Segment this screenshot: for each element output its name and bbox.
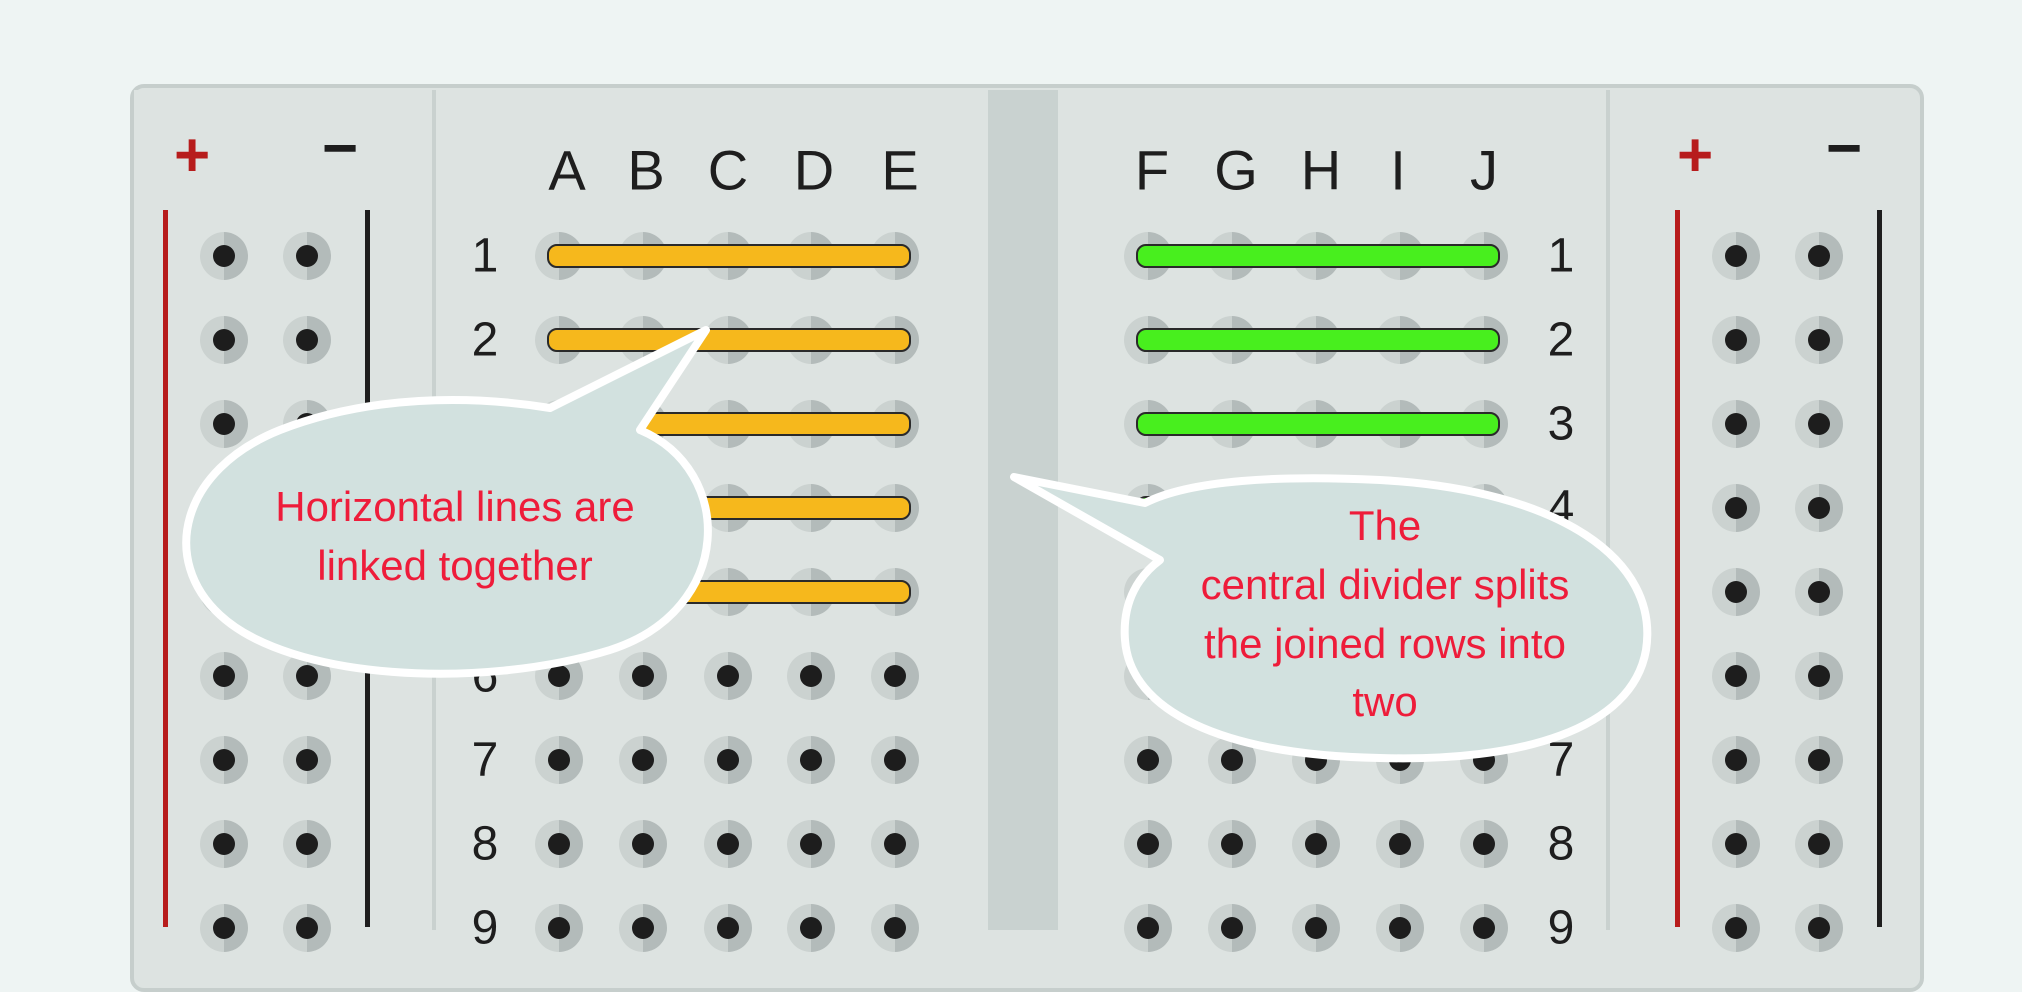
rail-hole	[283, 820, 331, 868]
callout-line: linked together	[317, 541, 593, 589]
terminal-hole	[1376, 820, 1424, 868]
row-label: 7	[471, 733, 499, 787]
row-label: 1	[471, 229, 499, 283]
rail-line-negative-right	[1877, 210, 1882, 927]
callout-bubble-horizontal	[182, 326, 712, 678]
rail-hole	[200, 232, 248, 280]
terminal-hole	[619, 736, 667, 784]
terminal-hole	[871, 652, 919, 700]
row-label: 3	[1547, 397, 1575, 451]
terminal-hole	[871, 820, 919, 868]
callout-horizontal-lines: Horizontal lines are linked together	[190, 478, 720, 596]
rail-hole	[1795, 232, 1843, 280]
terminal-hole	[1460, 820, 1508, 868]
terminal-hole	[1124, 736, 1172, 784]
callout-line: central divider splits	[1200, 560, 1570, 608]
central-divider	[988, 90, 1058, 930]
column-label: J	[1470, 138, 1498, 202]
row-label: 2	[471, 313, 499, 367]
row-label: 8	[471, 817, 499, 871]
row-label: 2	[1547, 313, 1575, 367]
panel-separator	[1606, 90, 1610, 930]
terminal-hole	[619, 652, 667, 700]
terminal-hole	[535, 736, 583, 784]
rail-line-positive-right	[1675, 210, 1680, 927]
rail-hole	[1795, 484, 1843, 532]
link-wire-left	[547, 244, 911, 268]
rail-hole	[1795, 736, 1843, 784]
rail-hole	[1712, 568, 1760, 616]
plus-sign-right: +	[1677, 121, 1714, 190]
terminal-hole	[704, 820, 752, 868]
terminal-hole	[1292, 820, 1340, 868]
rail-hole	[283, 736, 331, 784]
terminal-hole	[787, 652, 835, 700]
terminal-hole	[535, 820, 583, 868]
minus-sign-left: −	[322, 114, 359, 183]
row-label: 1	[1547, 229, 1575, 283]
callout-bubbles	[182, 326, 1652, 763]
rail-hole	[200, 736, 248, 784]
column-label: B	[627, 138, 665, 202]
rail-hole	[1795, 652, 1843, 700]
link-wire-right	[1136, 328, 1500, 352]
rail-hole	[1795, 400, 1843, 448]
column-label: H	[1300, 138, 1342, 202]
callout-central-divider: The central divider splits the joined ro…	[1145, 497, 1625, 732]
terminal-hole	[1208, 736, 1256, 784]
terminal-hole	[619, 820, 667, 868]
link-wire-left	[547, 328, 911, 352]
rail-hole	[1712, 316, 1760, 364]
terminal-hole	[1208, 820, 1256, 868]
rail-hole	[200, 400, 248, 448]
callout-line: two	[1352, 678, 1418, 726]
column-label: I	[1390, 138, 1406, 202]
terminal-hole	[1124, 820, 1172, 868]
link-wire-right	[1136, 244, 1500, 268]
callout-bubble-divider	[1010, 473, 1652, 763]
rail-hole	[1795, 820, 1843, 868]
column-label: F	[1134, 138, 1170, 202]
terminal-hole	[787, 820, 835, 868]
rail-hole	[1712, 736, 1760, 784]
row-label: 8	[1547, 817, 1575, 871]
column-label: D	[793, 138, 835, 202]
plus-sign-left: +	[174, 121, 211, 190]
terminal-hole	[704, 652, 752, 700]
rail-hole	[1712, 400, 1760, 448]
rail-hole	[1712, 232, 1760, 280]
column-label: C	[707, 138, 749, 202]
rail-hole	[283, 232, 331, 280]
callout-line: Horizontal lines are	[275, 483, 635, 530]
rail-hole	[1795, 568, 1843, 616]
minus-sign-right: −	[1826, 114, 1863, 183]
power-rail-panel-right	[1610, 90, 1914, 930]
terminal-hole	[704, 736, 752, 784]
terminal-hole	[787, 736, 835, 784]
callout-line: the joined rows into	[1204, 619, 1566, 667]
column-label: A	[548, 138, 586, 202]
column-label: E	[881, 138, 919, 202]
rail-line-positive-left	[163, 210, 168, 927]
rail-hole	[283, 316, 331, 364]
rail-hole	[200, 820, 248, 868]
terminal-hole	[871, 736, 919, 784]
link-wire-right	[1136, 412, 1500, 436]
callout-line: The	[1348, 502, 1422, 549]
column-label: G	[1214, 138, 1258, 202]
rail-hole	[1795, 316, 1843, 364]
rail-hole	[1712, 820, 1760, 868]
rail-hole	[1712, 652, 1760, 700]
rail-hole	[200, 652, 248, 700]
rail-hole	[1712, 484, 1760, 532]
rail-hole	[200, 316, 248, 364]
